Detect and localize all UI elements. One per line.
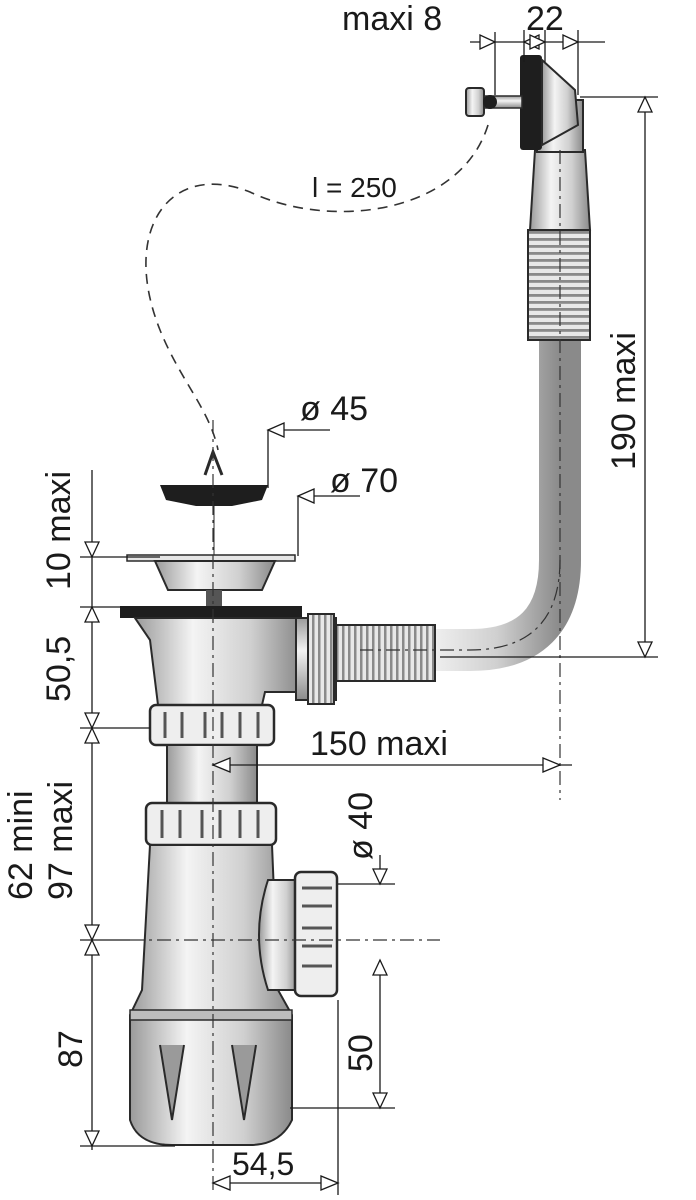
- label-tube-height-mini: 62 mini: [2, 790, 40, 900]
- overflow-head: [465, 55, 584, 153]
- trap-bottle: [129, 844, 299, 1146]
- tube: [166, 744, 258, 804]
- label-tube-height-maxi: 97 maxi: [42, 781, 80, 900]
- label-overflow-offset: 150 maxi: [310, 725, 448, 763]
- label-overflow-depth: 22: [526, 0, 564, 38]
- label-overflow-thickness: maxi 8: [342, 0, 442, 38]
- label-overflow-height: 190 maxi: [605, 332, 643, 470]
- label-outlet-diameter: ø 40: [342, 792, 380, 860]
- dimension-labels: maxi 8 22 l = 250 ø 45 ø 70 10 maxi 50,5…: [2, 0, 643, 1182]
- label-chain-length: l = 250: [312, 172, 397, 203]
- label-trap-height: 87: [52, 1030, 90, 1068]
- sink-flange: [120, 554, 302, 618]
- center-lines: [130, 150, 561, 1190]
- label-outlet-height: 50: [342, 1034, 380, 1072]
- upper-nut: [148, 703, 276, 747]
- outlet-nut: [293, 870, 339, 998]
- label-flange-height: 10 maxi: [40, 471, 78, 590]
- drain-body: [133, 613, 337, 706]
- label-flange-diameter: ø 70: [330, 462, 398, 500]
- lower-nut: [144, 801, 278, 847]
- overflow-hose: [334, 149, 592, 682]
- label-outlet-offset: 54,5: [232, 1146, 294, 1182]
- label-body-height: 50,5: [40, 636, 78, 702]
- label-stopper-diameter: ø 45: [300, 390, 368, 428]
- dimension-lines: [80, 30, 658, 1195]
